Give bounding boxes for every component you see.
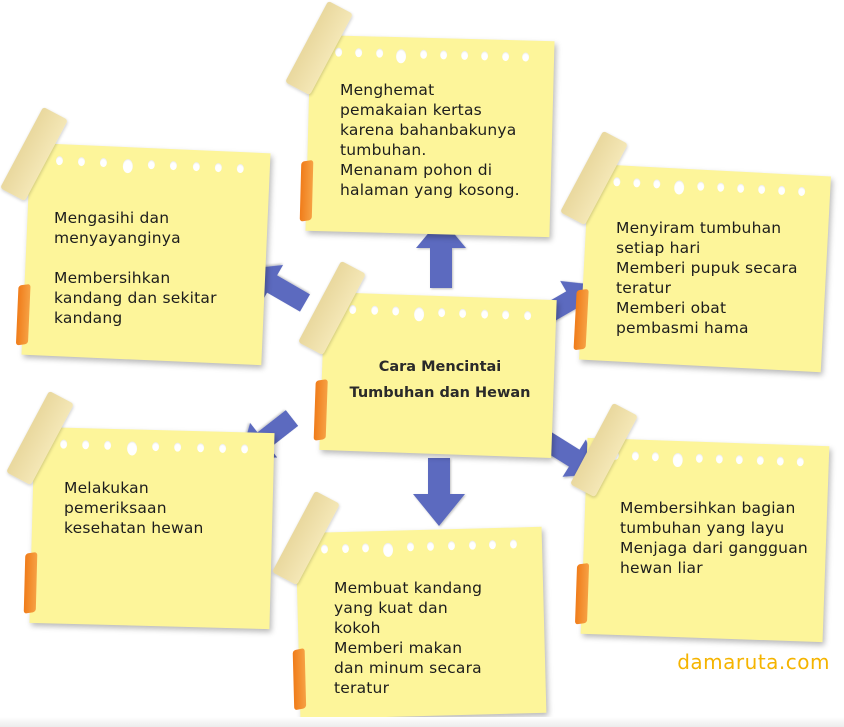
arrow-up [416,218,466,288]
note-holes [587,450,829,472]
note-top-left-text: Mengasihi dan menyayanginya Membersihkan… [54,209,217,327]
center-title: Cara Mencintai Tumbuhan dan Hewan [330,354,550,406]
note-holes [34,439,274,459]
note-holes [588,176,830,203]
note-holes [296,539,542,559]
note-bottom-text: Membuat kandang yang kuat dan kokoh Memb… [334,579,483,697]
note-holes [310,47,554,67]
arrow-down [413,458,465,526]
bottom-edge [0,717,844,727]
center-title-line1: Cara Mencintai [378,359,502,375]
note-bottom-left-text: Melakukan pemeriksaan kesehatan hewan [64,479,204,537]
watermark: damaruta.com [677,650,830,674]
note-holes [30,155,270,179]
note-holes [324,304,556,326]
note-bottom-right-text: Membersihkan bagian tumbuhan yang layu M… [620,499,808,577]
center-title-line2: Tumbuhan dan Hewan [349,385,531,401]
note-top-right-text: Menyiram tumbuhan setiap hari Memberi pu… [616,219,798,337]
note-top-text: Menghemat pemakaian kertas karena bahanb… [340,81,520,199]
